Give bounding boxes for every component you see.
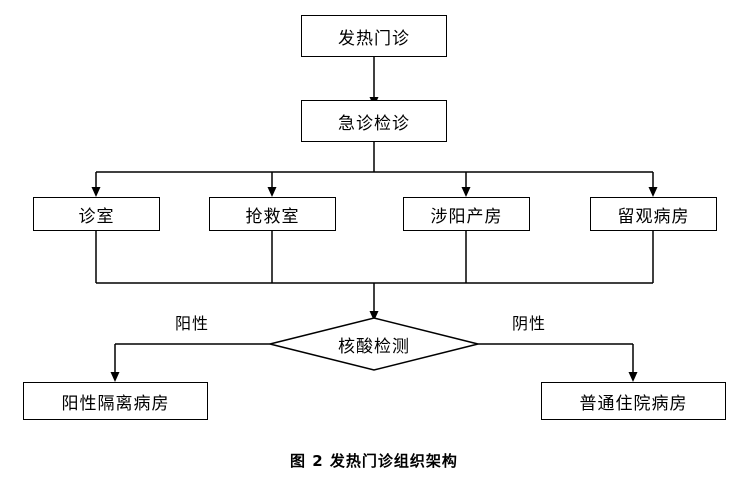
node-nucleic-acid-test: 核酸检测 — [270, 318, 478, 370]
edge-label-positive: 阳性 — [175, 314, 210, 333]
node-emergency-triage: 急诊检诊 — [301, 100, 447, 142]
node-observation-ward: 留观病房 — [590, 197, 717, 231]
node-resuscitation-room: 抢救室 — [209, 197, 336, 231]
edge-label-negative: 阴性 — [512, 314, 547, 333]
node-label: 普通住院病房 — [579, 393, 688, 414]
node-label: 涉阳产房 — [430, 206, 503, 227]
node-fever-clinic: 发热门诊 — [301, 15, 447, 57]
node-positive-delivery-room: 涉阳产房 — [403, 197, 530, 231]
node-label: 核酸检测 — [338, 336, 410, 357]
figure-caption: 图 2 发热门诊组织架构 — [290, 452, 458, 470]
node-general-inpatient-ward: 普通住院病房 — [541, 382, 726, 420]
node-label: 留观病房 — [617, 206, 690, 227]
node-label: 急诊检诊 — [338, 113, 410, 134]
node-positive-isolation-ward: 阳性隔离病房 — [23, 382, 208, 420]
node-label: 诊室 — [78, 206, 115, 227]
node-label: 发热门诊 — [338, 28, 410, 49]
node-label: 阳性隔离病房 — [61, 393, 170, 414]
node-label: 抢救室 — [245, 206, 300, 227]
node-consulting-room: 诊室 — [33, 197, 160, 231]
